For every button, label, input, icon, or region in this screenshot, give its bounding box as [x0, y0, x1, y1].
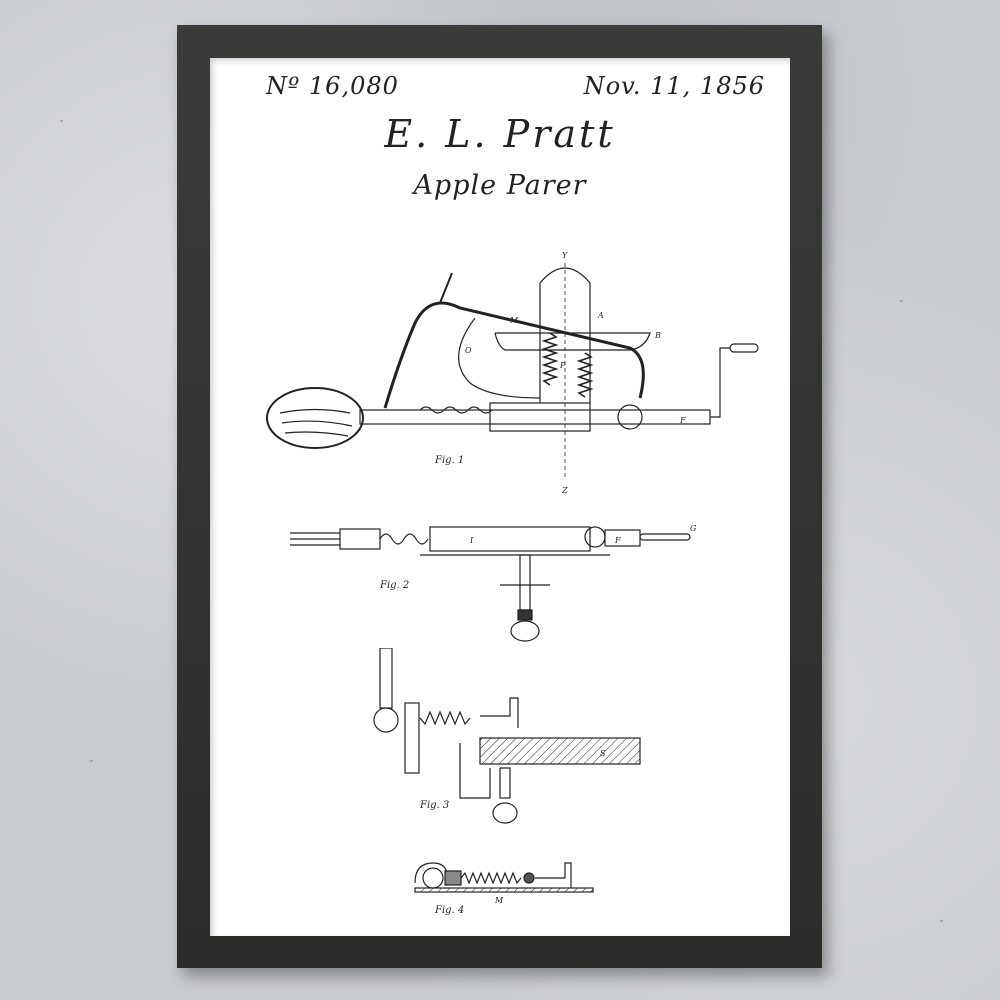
- svg-text:M: M: [494, 896, 504, 905]
- wall-texture: [60, 120, 63, 122]
- figure-4-drawing: Fig. 4 M: [414, 862, 594, 916]
- figure-1-drawing: Fig. 1 Y Z M A B O P F: [266, 251, 759, 495]
- patent-print: Nº 16,080 Nov. 11, 1856 E. L. Pratt Appl…: [210, 58, 790, 936]
- picture-frame: Nº 16,080 Nov. 11, 1856 E. L. Pratt Appl…: [177, 25, 822, 968]
- wall-texture: [900, 300, 903, 302]
- patent-date: Nov. 11, 1856: [583, 72, 765, 100]
- figure-1-label: Fig. 1: [434, 455, 464, 466]
- figure-2-drawing: Fig. 2 I F G: [290, 524, 697, 642]
- figure-3-drawing: Fig. 3 S: [373, 648, 641, 824]
- svg-text:S: S: [600, 749, 606, 758]
- svg-text:B: B: [654, 331, 661, 340]
- figure-3-label: Fig. 3: [419, 800, 449, 811]
- svg-text:G: G: [690, 524, 697, 533]
- figure-4-label: Fig. 4: [434, 905, 464, 916]
- svg-text:F: F: [614, 536, 621, 545]
- patent-title: Apple Parer: [413, 170, 587, 201]
- svg-text:O: O: [465, 346, 472, 355]
- svg-text:F: F: [679, 416, 686, 425]
- svg-text:Y: Y: [562, 251, 568, 260]
- svg-text:I: I: [469, 536, 474, 545]
- wall-texture: [90, 760, 93, 762]
- figure-2-label: Fig. 2: [379, 580, 409, 591]
- svg-text:Z: Z: [561, 486, 568, 495]
- inventor-name: E. L. Pratt: [384, 112, 616, 156]
- patent-number: Nº 16,080: [266, 72, 399, 100]
- wall-texture: [940, 920, 943, 922]
- svg-text:P: P: [559, 361, 566, 370]
- svg-text:M: M: [509, 316, 519, 325]
- svg-text:A: A: [597, 311, 604, 320]
